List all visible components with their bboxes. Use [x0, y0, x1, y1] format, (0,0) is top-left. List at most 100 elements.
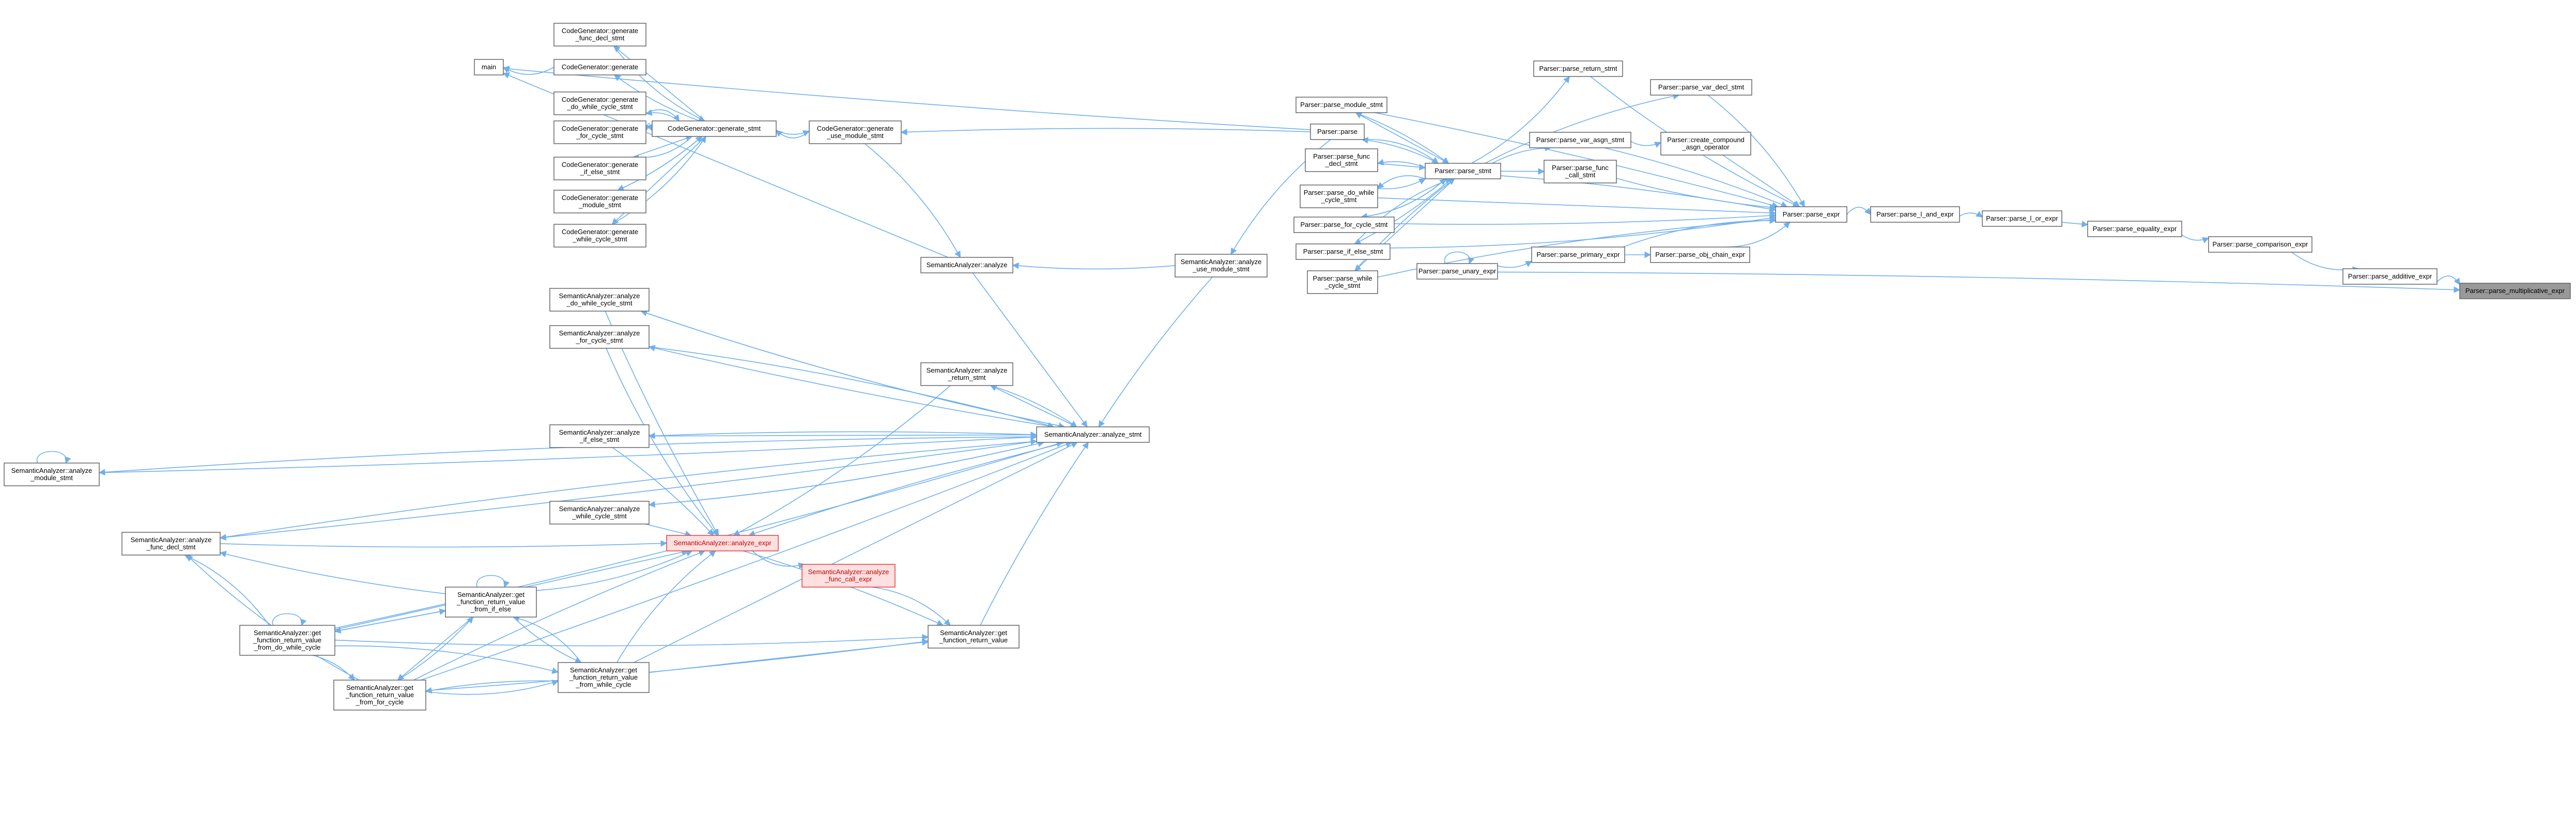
node-p-multiplicative[interactable]: Parser::parse_multiplicative_expr: [2459, 283, 2571, 299]
node-sa-analyze[interactable]: SemanticAnalyzer::analyze: [920, 257, 1013, 273]
node-label-line: _from_while_cycle: [576, 681, 631, 688]
edge-p-multiplicative-to-p-additive: [2436, 275, 2460, 285]
node-label-line: _call_stmt: [1565, 171, 1596, 179]
node-label-line: _while_cycle_stmt: [572, 235, 627, 243]
node-sa-return[interactable]: SemanticAnalyzer::analyze_return_stmt: [920, 362, 1013, 386]
edge-cg-gen-use-module-to-p-parse: [900, 128, 1311, 135]
node-label-line: CodeGenerator::generate: [562, 27, 638, 35]
node-p-stmt[interactable]: Parser::parse_stmt: [1425, 163, 1501, 179]
node-p-equality[interactable]: Parser::parse_equality_expr: [2087, 221, 2182, 237]
node-label-line: _module_stmt: [578, 201, 621, 209]
node-p-func-decl[interactable]: Parser::parse_func_decl_stmt: [1305, 148, 1378, 172]
node-label-line: Parser::parse_comparison_expr: [2213, 240, 2309, 248]
node-p-do-while[interactable]: Parser::parse_do_while_cycle_stmt: [1300, 184, 1378, 208]
node-cg-gen-use-module[interactable]: CodeGenerator::generate_use_module_stmt: [809, 120, 902, 144]
node-sa-do-while[interactable]: SemanticAnalyzer::analyze_do_while_cycle…: [549, 288, 650, 312]
node-label-line: SemanticAnalyzer::analyze_stmt: [1044, 430, 1142, 438]
node-label-line: _func_call_expr: [824, 575, 872, 583]
node-sa-get-if-else[interactable]: SemanticAnalyzer::get_function_return_va…: [445, 587, 537, 618]
node-label-line: SemanticAnalyzer::analyze: [131, 536, 212, 544]
edge-p-return-to-p-stmt: [1471, 75, 1570, 164]
node-sa-use-module[interactable]: SemanticAnalyzer::analyze_use_module_stm…: [1175, 254, 1268, 278]
node-cg-generate[interactable]: CodeGenerator::generate: [553, 59, 646, 75]
node-label-line: Parser::parse_func: [1552, 164, 1609, 172]
node-sa-get-while[interactable]: SemanticAnalyzer::get_function_return_va…: [558, 662, 650, 693]
node-box: [553, 190, 646, 213]
node-p-var-decl[interactable]: Parser::parse_var_decl_stmt: [1650, 79, 1752, 96]
node-label-line: SemanticAnalyzer::analyze: [927, 261, 1008, 269]
node-sa-while[interactable]: SemanticAnalyzer::analyze_while_cycle_st…: [549, 501, 650, 525]
node-label-line: _cycle_stmt: [1321, 196, 1357, 204]
node-box: [928, 625, 1020, 649]
node-sa-stmt[interactable]: SemanticAnalyzer::analyze_stmt: [1036, 426, 1150, 443]
node-p-var-asgn[interactable]: Parser::parse_var_asgn_stmt: [1529, 132, 1631, 148]
node-cg-gen-for[interactable]: CodeGenerator::generate_for_cycle_stmt: [553, 120, 646, 144]
node-p-for[interactable]: Parser::parse_for_cycle_stmt: [1293, 217, 1395, 233]
node-cg-gen-func-decl[interactable]: CodeGenerator::generate_func_decl_stmt: [553, 23, 646, 47]
edge-sa-get-while-to-sa-get-for: [425, 680, 559, 695]
node-p-if-else[interactable]: Parser::parse_if_else_stmt: [1295, 243, 1391, 260]
node-p-while[interactable]: Parser::parse_while_cycle_stmt: [1307, 270, 1378, 294]
node-p-obj-chain[interactable]: Parser::parse_obj_chain_expr: [1650, 247, 1750, 263]
edge-p-comparison-to-p-equality: [2181, 234, 2210, 243]
edge-p-expr-to-p-module: [1375, 112, 1779, 209]
edge-main-to-p-parse: [502, 65, 1311, 130]
node-box: [1295, 243, 1391, 260]
node-box: [1775, 206, 1847, 223]
node-p-comparison[interactable]: Parser::parse_comparison_expr: [2208, 236, 2312, 253]
node-label-line: Parser::parse_var_asgn_stmt: [1536, 136, 1625, 144]
node-sa-for[interactable]: SemanticAnalyzer::analyze_for_cycle_stmt: [549, 325, 650, 349]
node-sa-get-do-while[interactable]: SemanticAnalyzer::get_function_return_va…: [239, 625, 335, 656]
node-box: [1544, 160, 1617, 183]
node-box: [1650, 79, 1752, 96]
edge-sa-func-decl-to-sa-stmt: [219, 441, 1037, 541]
node-label-line: SemanticAnalyzer::get: [346, 684, 413, 691]
node-label-line: _use_module_stmt: [1192, 265, 1250, 273]
node-cg-gen-if-else[interactable]: CodeGenerator::generate_if_else_stmt: [553, 157, 646, 180]
node-label-line: SemanticAnalyzer::analyze: [559, 428, 640, 436]
node-p-additive[interactable]: Parser::parse_additive_expr: [2342, 268, 2438, 285]
edge-cg-gen-stmt-to-cg-gen-while: [612, 135, 706, 225]
node-label-line: SemanticAnalyzer::get: [940, 629, 1007, 637]
node-label-line: Parser::create_compound: [1667, 136, 1745, 144]
node-sa-func-decl[interactable]: SemanticAnalyzer::analyze_func_decl_stmt: [121, 532, 221, 556]
node-label-line: SemanticAnalyzer::get: [457, 591, 525, 598]
node-box: [333, 680, 426, 711]
node-label-line: Parser::parse_additive_expr: [2348, 272, 2432, 280]
node-p-func-call[interactable]: Parser::parse_func_call_stmt: [1544, 160, 1617, 183]
node-main[interactable]: main: [474, 59, 504, 75]
edge-p-if-else-to-p-stmt: [1354, 178, 1452, 244]
node-p-l-or[interactable]: Parser::parse_l_or_expr: [1982, 210, 2062, 227]
edge-sa-expr-to-sa-return: [733, 385, 951, 536]
node-p-return[interactable]: Parser::parse_return_stmt: [1533, 60, 1623, 77]
node-label-line: _function_return_value: [345, 691, 414, 699]
node-p-module[interactable]: Parser::parse_module_stmt: [1295, 97, 1387, 113]
node-sa-if-else[interactable]: SemanticAnalyzer::analyze_if_else_stmt: [549, 424, 650, 448]
node-sa-get-rv[interactable]: SemanticAnalyzer::get_function_return_va…: [928, 625, 1020, 649]
node-p-create-comp[interactable]: Parser::create_compound_asgn_operator: [1660, 132, 1751, 156]
node-label-line: SemanticAnalyzer::analyze: [559, 292, 640, 300]
node-cg-gen-do-while[interactable]: CodeGenerator::generate_do_while_cycle_s…: [553, 91, 646, 115]
node-label-line: _return_stmt: [948, 374, 986, 381]
node-p-expr[interactable]: Parser::parse_expr: [1775, 206, 1847, 223]
node-p-primary[interactable]: Parser::parse_primary_expr: [1531, 247, 1625, 263]
node-sa-func-call[interactable]: SemanticAnalyzer::analyze_func_call_expr: [801, 564, 896, 588]
node-cg-gen-stmt[interactable]: CodeGenerator::generate_stmt: [652, 120, 777, 137]
node-label-line: _from_for_cycle: [356, 698, 404, 706]
node-p-parse[interactable]: Parser::parse: [1310, 124, 1365, 140]
node-label-line: _asgn_operator: [1682, 143, 1730, 151]
node-label-line: Parser::parse_obj_chain_expr: [1655, 251, 1745, 258]
node-sa-module[interactable]: SemanticAnalyzer::analyze_module_stmt: [4, 463, 100, 486]
node-box: [1425, 163, 1501, 179]
node-p-unary[interactable]: Parser::parse_unary_expr: [1416, 263, 1498, 280]
node-label-line: _module_stmt: [30, 474, 73, 482]
node-label-line: _if_else_stmt: [580, 168, 620, 176]
node-cg-gen-module[interactable]: CodeGenerator::generate_module_stmt: [553, 190, 646, 213]
node-label-line: SemanticAnalyzer::analyze: [559, 329, 640, 337]
edge-p-multiplicative-to-p-unary: [1497, 271, 2461, 294]
node-sa-expr[interactable]: SemanticAnalyzer::analyze_expr: [666, 535, 779, 551]
node-p-l-and[interactable]: Parser::parse_l_and_expr: [1870, 206, 1960, 223]
node-cg-gen-while[interactable]: CodeGenerator::generate_while_cycle_stmt: [553, 224, 646, 248]
node-sa-get-for[interactable]: SemanticAnalyzer::get_function_return_va…: [333, 680, 426, 711]
node-label-line: Parser::parse_do_while: [1304, 189, 1375, 196]
